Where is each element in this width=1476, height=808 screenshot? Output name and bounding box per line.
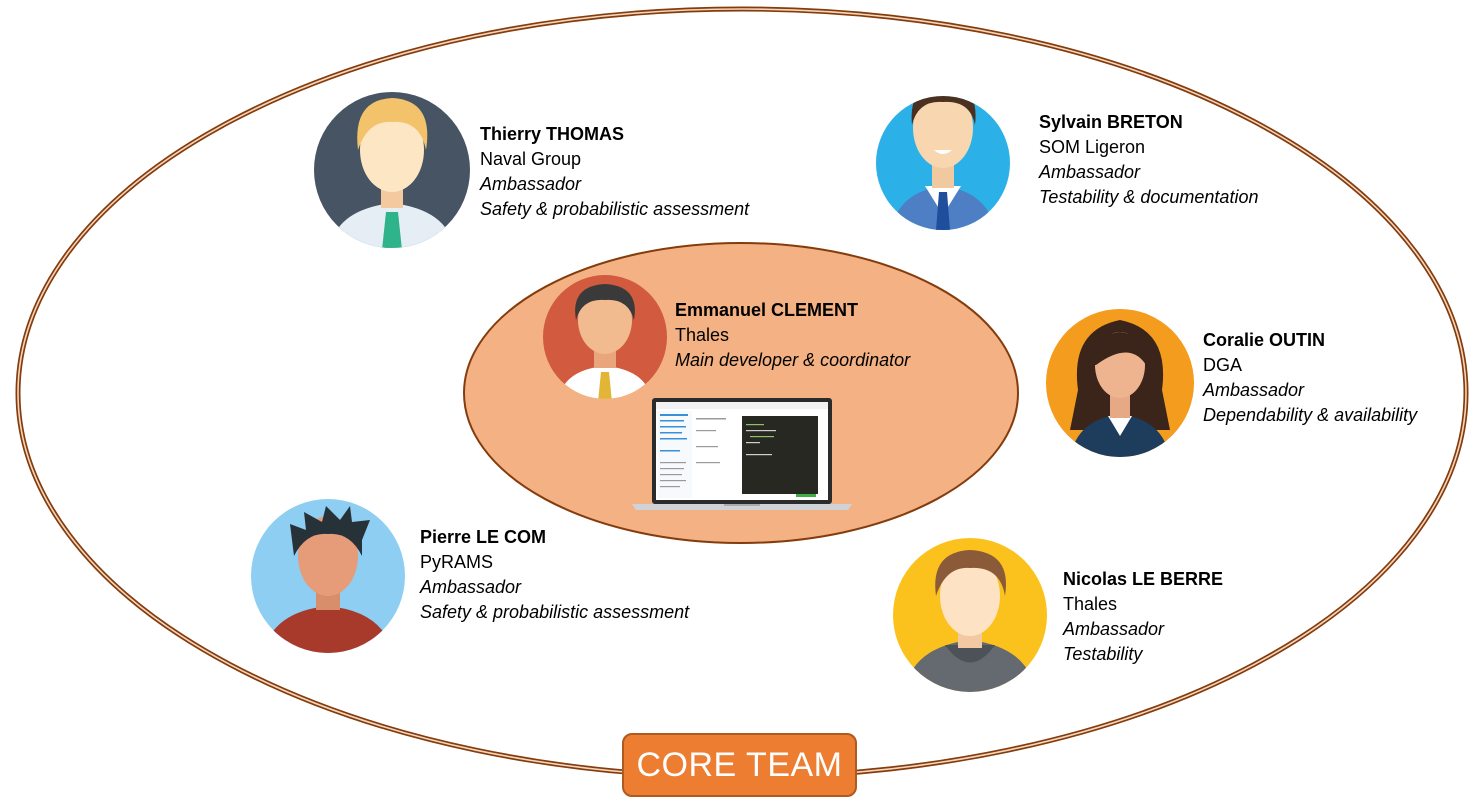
man-hoodie-avatar-icon (893, 538, 1047, 692)
core-team-label: CORE TEAM (636, 745, 843, 784)
member-org: DGA (1203, 355, 1243, 375)
member-role: Ambassador (420, 577, 522, 597)
member-name: Nicolas LE BERRE (1063, 569, 1224, 589)
man-blond-avatar-icon (314, 92, 470, 248)
member-name: Coralie OUTIN (1203, 330, 1326, 350)
member-emmanuel-clement: Emmanuel CLEMENT Thales Main developer &… (675, 298, 910, 373)
member-role: Ambassador (1203, 380, 1305, 400)
member-pierre-le-com: Pierre LE COM PyRAMS Ambassador Safety &… (420, 525, 689, 625)
member-name: Sylvain BRETON (1039, 112, 1183, 132)
member-name: Thierry THOMAS (480, 124, 625, 144)
woman-avatar-icon (1046, 309, 1194, 457)
core-team-badge: CORE TEAM (622, 733, 857, 797)
man-suit-avatar-icon (876, 96, 1010, 230)
member-sylvain-breton: Sylvain BRETON SOM Ligeron Ambassador Te… (1039, 110, 1258, 210)
member-org: PyRAMS (420, 552, 494, 572)
member-name: Emmanuel CLEMENT (675, 300, 859, 320)
member-org: Naval Group (480, 149, 582, 169)
member-focus: Testability (1063, 644, 1143, 664)
member-thierry-thomas: Thierry THOMAS Naval Group Ambassador Sa… (480, 122, 749, 222)
member-focus: Safety & probabilistic assessment (420, 602, 690, 622)
member-nicolas-le-berre: Nicolas LE BERRE Thales Ambassador Testa… (1063, 567, 1223, 667)
member-focus: Safety & probabilistic assessment (480, 199, 750, 219)
member-role: Main developer & coordinator (675, 350, 911, 370)
man-tie-avatar-icon (543, 275, 667, 399)
member-focus: Testability & documentation (1039, 187, 1259, 207)
man-spiky-hair-avatar-icon (251, 499, 405, 653)
member-org: Thales (675, 325, 730, 345)
laptop-icon (632, 398, 852, 510)
member-role: Ambassador (1063, 619, 1165, 639)
member-role: Ambassador (1039, 162, 1141, 182)
member-focus: Dependability & availability (1203, 405, 1418, 425)
member-role: Ambassador (480, 174, 582, 194)
member-org: SOM Ligeron (1039, 137, 1146, 157)
member-coralie-outin: Coralie OUTIN DGA Ambassador Dependabili… (1203, 328, 1417, 428)
member-org: Thales (1063, 594, 1118, 614)
member-name: Pierre LE COM (420, 527, 547, 547)
